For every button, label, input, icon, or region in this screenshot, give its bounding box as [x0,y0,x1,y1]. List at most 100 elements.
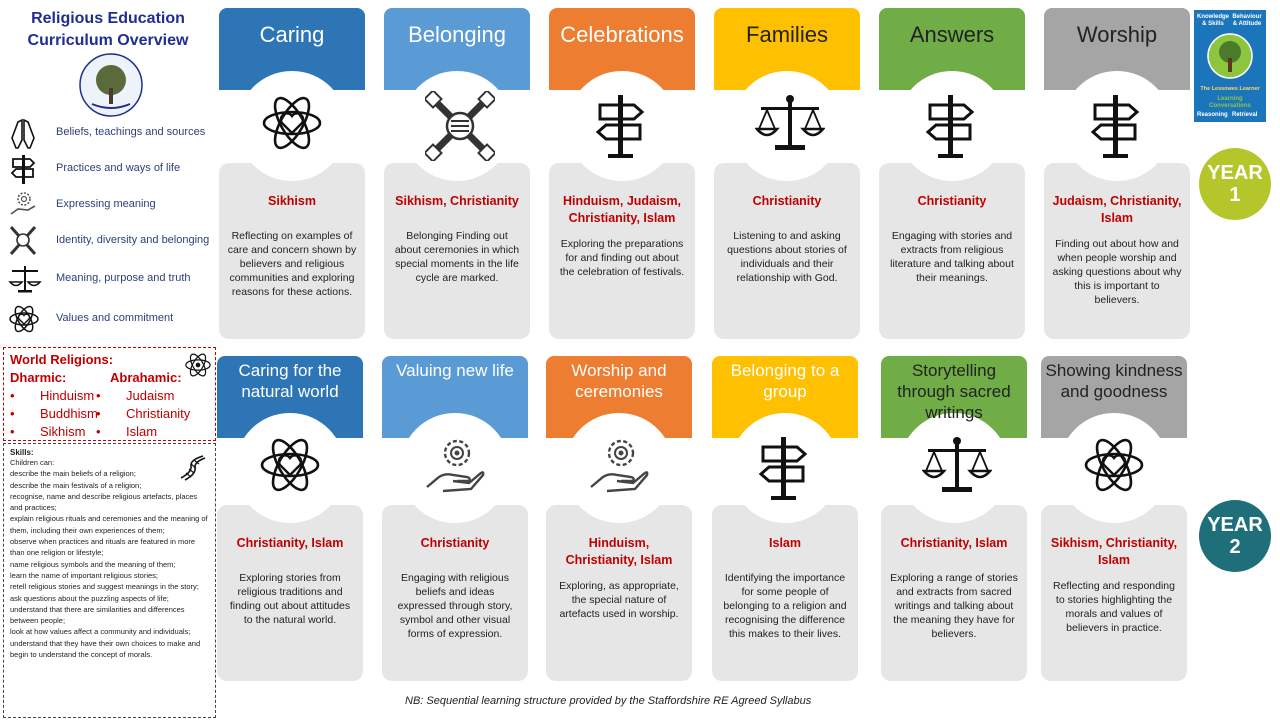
card-religions: Christianity [420,536,490,550]
skills-title: Skills: [10,448,34,457]
icon-circle [400,413,510,523]
list-item: understand that there are similarities a… [10,604,185,626]
hand-gear-icon [10,192,36,215]
card-description: Belonging Finding out about ceremonies i… [394,230,520,284]
card-body [217,505,363,681]
joined-hands-icon [423,89,497,166]
card-description: Reflecting on examples of care and conce… [227,230,357,298]
footnote: NB: Sequential learning structure provid… [405,695,812,707]
list-item: observe when practices and rituals are f… [10,537,196,558]
card-description: Engaging with stories and extracts from … [890,230,1014,284]
card-description: Reflecting and responding to stories hig… [1052,580,1175,634]
card-body [879,163,1025,339]
card-body [382,505,528,681]
card-description: Exploring stories from religious traditi… [229,572,351,626]
card-religions: Christianity [917,194,987,208]
list-item: look at how values affect a community an… [10,627,191,637]
hand-gear-icon [587,433,651,502]
list-item: learn the name of important religious st… [10,570,158,580]
atom-heart-icon [1082,433,1146,502]
card-body [714,163,860,339]
icon-circle [899,413,1009,523]
badge-text: Retrieval [1232,112,1258,118]
list-item: recognise, name and describe religious a… [10,491,198,513]
signpost-icon [920,91,980,166]
legend-label: Meaning, purpose and truth [56,272,191,284]
scales-icon [921,433,993,502]
tree-icon [1207,33,1253,79]
year-badge-number: 2 [1229,536,1241,558]
religion-item: Buddhism [10,406,98,421]
skills-box: Skills: Children can: describe the main … [3,443,216,718]
card-religions: Hinduism, Judaism, Christianity, Islam [562,194,682,225]
year-1-badge: YEAR 1 [1199,148,1271,220]
praying-hands-icon [11,118,35,149]
card-religions: Sikhism, Christianity [395,194,519,208]
list-item: describe the main beliefs of a religion; [10,469,136,479]
religion-item: Sikhism [10,424,85,439]
year-badge-label: YEAR [1207,162,1263,184]
card-heading: Belonging [408,22,506,47]
card-religions: Christianity, Islam [236,536,344,550]
card-religions: Sikhism [268,194,316,208]
skills-intro: Children can: [10,458,55,467]
badge-text: Reasoning [1197,112,1228,118]
card-heading: Caring for the natural world [238,361,342,401]
legend-item-beliefs: Beliefs, teachings and sources [6,116,218,150]
card-heading: Answers [909,22,995,47]
icon-circle [235,413,345,523]
card-description: Listening to and asking questions about … [727,230,847,284]
badge-text: Behaviour & Attitude [1232,14,1262,27]
card-description: Exploring the preparations for and findi… [559,238,685,278]
card-heading: Worship [1076,22,1158,47]
signpost-icon [590,91,650,166]
card-body [384,163,530,339]
lessowes-learner-badge: Knowledge & Skills Behaviour & Attitude … [1194,10,1266,122]
card-body [549,163,695,339]
badge-text: Learning Conversations [1209,96,1251,109]
legend-label: Identity, diversity and belonging [56,234,210,246]
badge-text: The Lessowes Learner [1200,86,1260,92]
icon-circle [1059,413,1169,523]
hand-gear-icon [423,433,487,502]
card-description: Finding out about how and when people wo… [1052,238,1182,306]
legend-item-expressing: Expressing meaning [6,188,218,222]
religion-item: Judaism [96,388,175,403]
card-heading: Belonging to a group [730,361,840,401]
card-body [1044,163,1190,339]
card-heading: Storytelling through sacred writings [897,361,1011,422]
religion-item: Hinduism [10,388,94,403]
card-heading: Worship and ceremonies [571,361,667,401]
card-description: Identifying the importance for some peop… [723,572,847,640]
badge-text: Knowledge & Skills [1197,14,1230,27]
signpost-icon [10,155,36,184]
year-2-badge: YEAR 2 [1199,500,1271,572]
atom-heart-icon [9,305,39,333]
card-description: Exploring, as appropriate, the special n… [559,580,679,620]
card-body [1041,505,1187,681]
card-body [219,163,365,339]
legend-label: Beliefs, teachings and sources [56,126,206,138]
icon-circle [732,71,842,181]
card-heading: Celebrations [560,22,684,47]
world-religions-box: World Religions: Dharmic: Abrahamic: Hin… [3,347,216,441]
card-religions: Hinduism, Christianity, Islam [565,536,673,567]
school-logo [78,52,144,118]
card-religions: Christianity [752,194,822,208]
card-heading: Showing kindness and goodness [1045,361,1183,401]
scales-icon [8,266,42,293]
page-title: Religious Education Curriculum Overview [27,10,189,49]
legend-item-identity: Identity, diversity and belonging [6,224,218,258]
signpost-icon [753,433,813,508]
dna-icon [180,455,206,481]
card-heading: Caring [259,22,325,47]
abrahamic-heading: Abrahamic: [110,370,182,385]
